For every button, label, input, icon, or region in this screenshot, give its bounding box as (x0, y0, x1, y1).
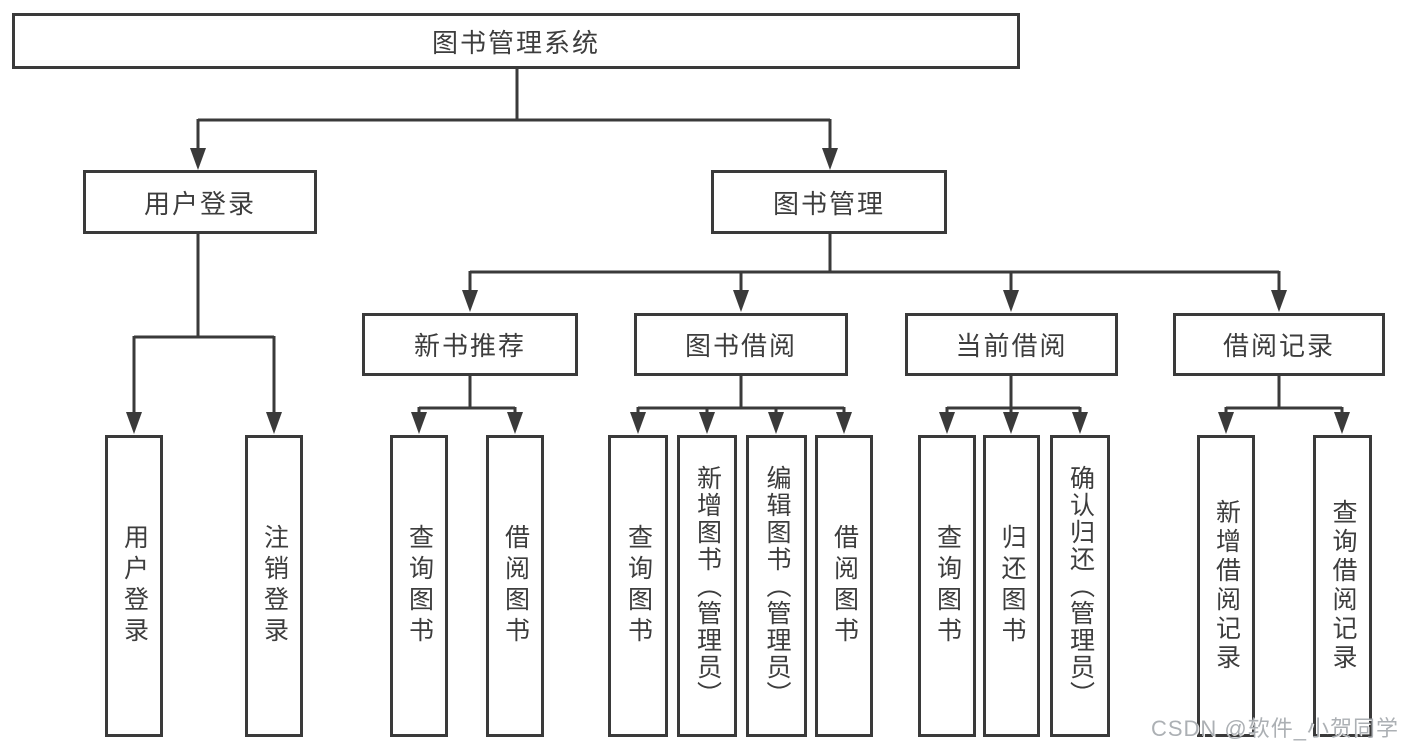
leaf-user-login: 用户登录 (105, 435, 163, 737)
node-borrowing-records: 借阅记录 (1173, 313, 1385, 376)
node-root: 图书管理系统 (12, 13, 1020, 69)
node-user-login: 用户登录 (83, 170, 317, 234)
leaf-current-confirm-return-admin: 确认归还（管理员） (1050, 435, 1110, 737)
node-new-book-recommend: 新书推荐 (362, 313, 578, 376)
leaf-records-add-record: 新增借阅记录 (1197, 435, 1255, 737)
leaf-borrowing-edit-book-admin: 编辑图书（管理员） (746, 435, 807, 737)
arrowhead-icons (126, 148, 1350, 434)
leaf-records-query-record: 查询借阅记录 (1313, 435, 1372, 737)
leaf-current-return-book: 归还图书 (983, 435, 1040, 737)
leaf-borrowing-add-book-admin: 新增图书（管理员） (677, 435, 737, 737)
csdn-watermark: CSDN @软件_小贺同学 (1150, 716, 1399, 741)
node-current-borrowing: 当前借阅 (905, 313, 1118, 376)
leaf-borrowing-borrow-book: 借阅图书 (815, 435, 873, 737)
node-book-borrowing: 图书借阅 (634, 313, 848, 376)
leaf-current-query-book: 查询图书 (918, 435, 976, 737)
leaf-borrowing-query-book: 查询图书 (608, 435, 668, 737)
node-book-management: 图书管理 (711, 170, 947, 234)
leaf-newbooks-borrow-book: 借阅图书 (486, 435, 544, 737)
leaf-newbooks-query-book: 查询图书 (390, 435, 448, 737)
leaf-logout: 注销登录 (245, 435, 303, 737)
